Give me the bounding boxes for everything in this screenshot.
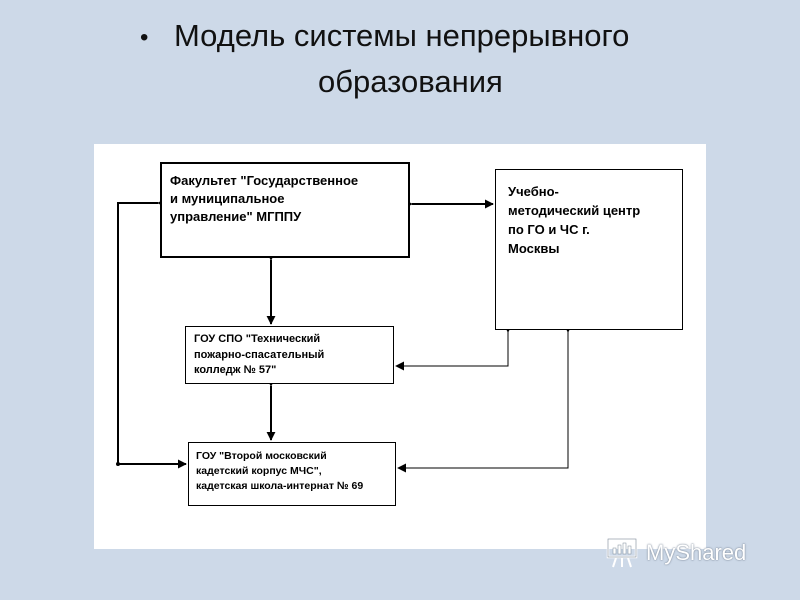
connector-center-corps: [397, 323, 573, 473]
connector-layer: [116, 198, 573, 473]
title-line-1: Модель системы непрерывного: [174, 18, 630, 53]
node-faculty: Факультет "Государственное и муниципальн…: [160, 162, 410, 258]
title-bullet: •: [140, 24, 149, 51]
title-line-2: образования: [318, 64, 503, 99]
connector-left-loop: [116, 198, 187, 469]
diagram-panel: Факультет "Государственное и муниципальн…: [94, 144, 706, 549]
connector-center-college: [395, 323, 513, 371]
node-cadet-corps: ГОУ "Второй московский кадетский корпус …: [188, 442, 396, 506]
presentation-board-icon: [606, 537, 638, 568]
watermark-brand: MyShared: [646, 540, 747, 565]
node-training-center: Учебно- методический центр по ГО и ЧС г.…: [495, 169, 683, 330]
watermark: MyShared: [606, 536, 766, 572]
node-college: ГОУ СПО "Технический пожарно-спасательны…: [185, 326, 394, 384]
